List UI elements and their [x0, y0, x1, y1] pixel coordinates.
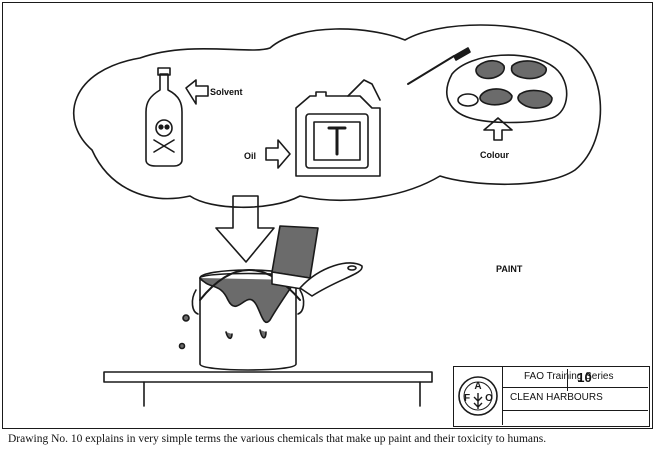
label-oil: Oil	[244, 151, 257, 161]
svg-text:F: F	[464, 393, 470, 404]
paint-brush-icon	[271, 225, 363, 297]
down-arrow-icon	[215, 195, 275, 263]
oil-can-icon	[295, 79, 381, 177]
oil-arrow-icon	[265, 139, 291, 169]
svg-text:A: A	[474, 381, 481, 392]
series-title: FAO Training Series	[524, 371, 614, 382]
series-name-row: CLEAN HARBOURS	[502, 387, 648, 411]
label-paint: PAINT	[496, 264, 523, 274]
series-number: 10	[567, 369, 601, 391]
series-title-block: A F O FAO Training Series CLEAN HARBOURS…	[453, 366, 650, 427]
solvent-arrow-icon	[185, 79, 209, 105]
poison-bottle-icon	[145, 67, 183, 167]
palette-icon	[446, 54, 568, 124]
colour-arrow-icon	[483, 117, 513, 141]
table	[103, 371, 433, 407]
label-colour: Colour	[480, 150, 509, 160]
paint-can-icon	[178, 269, 305, 371]
caption: Drawing No. 10 explains in very simple t…	[8, 433, 547, 445]
thought-cloud	[73, 24, 602, 209]
label-solvent: Solvent	[210, 87, 243, 97]
series-name: CLEAN HARBOURS	[510, 392, 603, 403]
artist-brush-icon	[407, 47, 471, 85]
fao-logo-icon: A F O	[454, 367, 503, 425]
svg-text:O: O	[485, 393, 493, 404]
